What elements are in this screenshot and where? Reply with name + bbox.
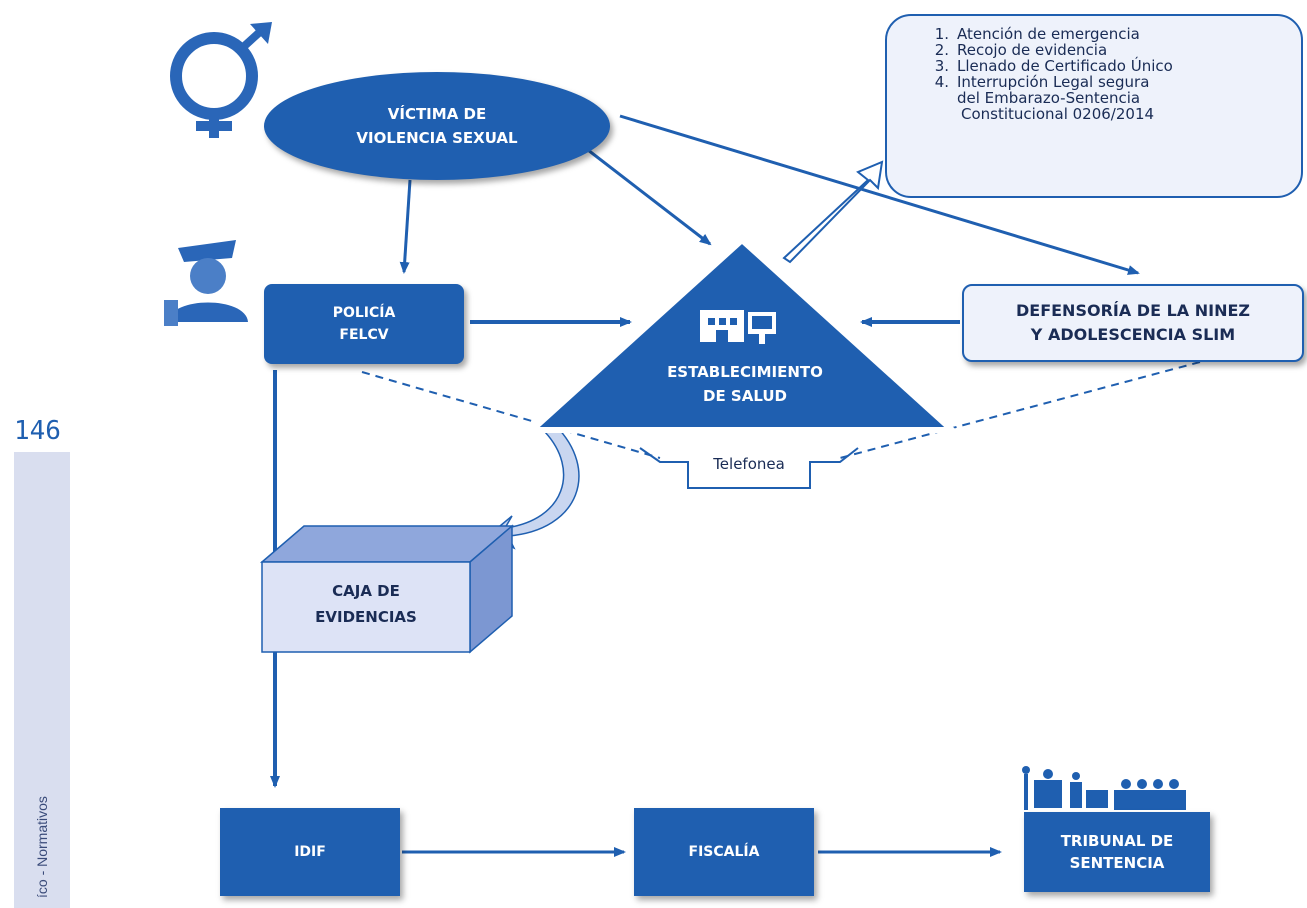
caja-box [259,524,515,654]
step-item: 1. Atención de emergencia [921,26,1301,42]
node-defensoria: DEFENSORÍA DE LA NINEZ Y ADOLESCENCIA SL… [962,284,1304,362]
step-text: Llenado de Certificado Único [957,57,1173,75]
dashed-policia-telefonea [361,371,661,459]
dashed-defensoria-telefonea [839,361,1201,459]
node-victima: VÍCTIMA DE VIOLENCIA SEXUAL [264,72,610,180]
node-fiscalia: FISCALÍA [634,808,814,896]
tribunal-people-icon [1022,766,1186,810]
page-number: 146 [14,416,61,446]
arrow-victima-salud [587,148,712,246]
arrow-victima-defensoria [619,114,1140,275]
node-policia: POLICÍA FELCV [264,284,464,364]
node-caja-label: CAJA DE EVIDENCIAS [315,582,417,626]
gender-symbol-icon [170,22,272,138]
side-bar [14,452,70,908]
steps-panel: 1. Atención de emergencia 2. Recojo de e… [885,14,1303,198]
step-text: Recojo de evidencia [957,41,1108,59]
step-number: 4. [934,73,949,91]
node-idif: IDIF [220,808,400,896]
step-text: Atención de emergencia [957,25,1140,43]
step-text: Interrupción Legal segura [957,73,1150,91]
step-continuation: del Embarazo-Sentencia [957,89,1141,107]
step-item: 4. Interrupción Legal segura [921,74,1301,90]
step-number: 1. [934,25,949,43]
node-tribunal: TRIBUNAL DE SENTENCIA [1024,812,1210,892]
telefonea-label: Telefonea [713,455,785,473]
arrow-victima-policia [399,179,412,274]
police-officer-icon [164,240,248,326]
hospital-icon [700,310,776,344]
node-establecimiento-label: ESTABLECIMIENTO DE SALUD [667,363,823,405]
step-number: 3. [934,57,949,75]
step-item: 3. Llenado de Certificado Único [921,58,1301,74]
step-continuation: Constitucional 0206/2014 [961,105,1155,123]
telefonea-bracket [639,447,859,489]
hollow-arrow-salud-steps [782,160,884,264]
step-item: 2. Recojo de evidencia [921,42,1301,58]
step-number: 2. [934,41,949,59]
